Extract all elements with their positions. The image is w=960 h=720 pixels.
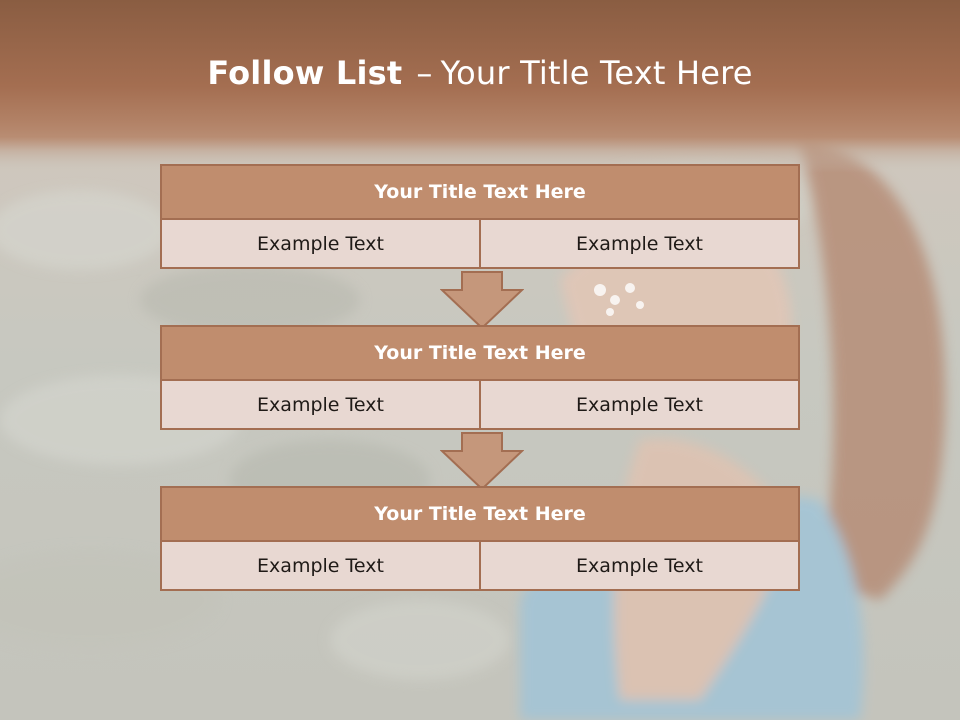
block-cell-right: Example Text <box>479 220 798 267</box>
block-cell-left: Example Text <box>162 381 479 428</box>
title-dash: – <box>416 54 433 92</box>
down-arrow-icon <box>440 271 524 330</box>
list-block-3: Your Title Text Here Example Text Exampl… <box>160 486 800 591</box>
title-subtitle-part: Your Title Text Here <box>440 54 753 92</box>
down-arrow-icon <box>440 432 524 491</box>
list-block-2: Your Title Text Here Example Text Exampl… <box>160 325 800 430</box>
block-title: Your Title Text Here <box>160 325 800 381</box>
block-cell-left: Example Text <box>162 220 479 267</box>
list-block-1: Your Title Text Here Example Text Exampl… <box>160 164 800 269</box>
block-cell-left: Example Text <box>162 542 479 589</box>
block-row: Example Text Example Text <box>160 542 800 591</box>
block-row: Example Text Example Text <box>160 381 800 430</box>
block-cell-right: Example Text <box>479 542 798 589</box>
block-cell-right: Example Text <box>479 381 798 428</box>
slide-title: Follow List–Your Title Text Here <box>0 54 960 92</box>
title-bold-part: Follow List <box>207 54 403 92</box>
block-title: Your Title Text Here <box>160 486 800 542</box>
block-title: Your Title Text Here <box>160 164 800 220</box>
block-row: Example Text Example Text <box>160 220 800 269</box>
